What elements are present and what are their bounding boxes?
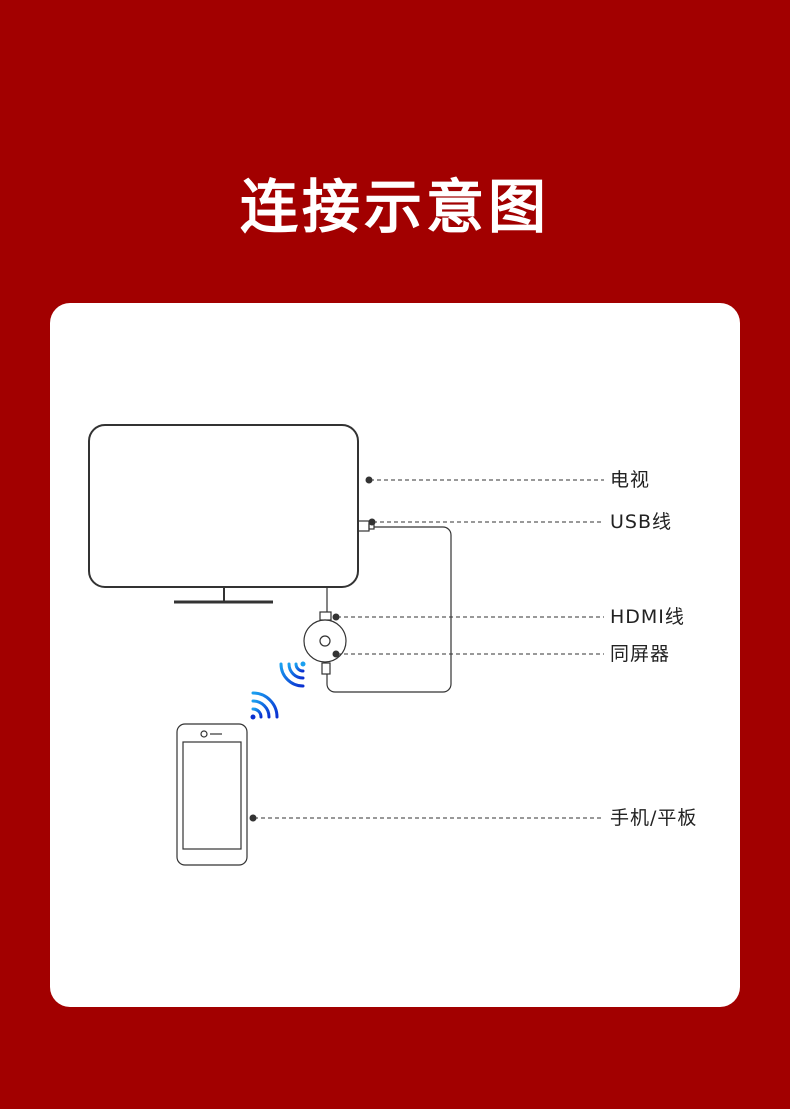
diagram-card [50,303,740,1007]
wifi-signal-icon [279,661,306,688]
dongle-icon [303,587,347,675]
label-tv: 电视 [610,469,651,491]
usb-cable [326,520,452,693]
tv-icon [88,424,359,604]
wifi-signal-icon [250,691,279,720]
label-dongle: 同屏器 [610,643,671,665]
label-hdmi-cable: HDMI线 [610,606,685,628]
page-title: 连接示意图 [239,173,550,241]
label-usb-cable: USB线 [610,511,673,533]
leader-lines [249,476,604,822]
phone-icon [176,723,248,866]
label-phone-tablet: 手机/平板 [610,807,698,829]
